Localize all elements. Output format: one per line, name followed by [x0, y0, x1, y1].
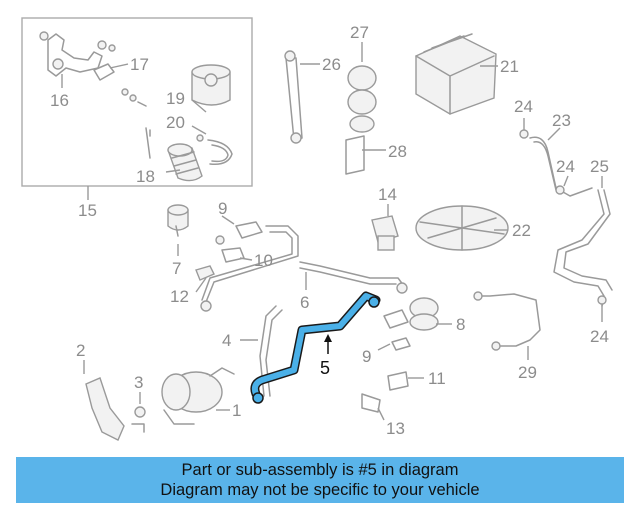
- callout-20: 20: [166, 113, 185, 132]
- info-banner: Part or sub-assembly is #5 in diagram Di…: [16, 457, 624, 503]
- heat-shield-22: [415, 205, 509, 251]
- air-filter-box-21: [415, 33, 497, 115]
- lines-23-25: [519, 129, 613, 307]
- banner-line-part: Part or sub-assembly is #5 in diagram: [181, 461, 459, 479]
- callout-24a: 24: [514, 97, 533, 116]
- callout-1: 1: [232, 401, 241, 420]
- callout-2: 2: [76, 341, 85, 360]
- pipe-6: [200, 225, 408, 312]
- callout-28: 28: [388, 142, 407, 161]
- callout-23: 23: [552, 111, 571, 130]
- callout-9a: 9: [218, 199, 227, 218]
- callout-24b: 24: [556, 157, 575, 176]
- banner-line-disclaimer: Diagram may not be specific to your vehi…: [160, 481, 480, 499]
- oxygen-sensor-29: [473, 291, 541, 351]
- callout-24c: 24: [590, 327, 609, 346]
- highlighted-part-5: [250, 291, 381, 404]
- callout-10: 10: [254, 251, 273, 270]
- callout-5: 5: [320, 358, 330, 378]
- callout-26: 26: [322, 55, 341, 74]
- callout-25: 25: [590, 157, 609, 176]
- parts-diagram: 15 16 17 19 20 18 26 27 28 21 24 23 24 2…: [21, 17, 613, 441]
- callout-22: 22: [512, 221, 531, 240]
- callout-16: 16: [50, 91, 69, 110]
- leader-lines: [61, 42, 603, 421]
- brackets-11-13: [361, 371, 409, 413]
- bracket-28: [345, 135, 365, 175]
- valve-8: [383, 297, 439, 351]
- bracket-2: [85, 377, 125, 441]
- callout-7: 7: [172, 259, 181, 278]
- callout-9b: 9: [362, 347, 371, 366]
- bellows-assembly-27: [347, 65, 377, 133]
- callout-17: 17: [130, 55, 149, 74]
- callout-15: 15: [78, 201, 97, 220]
- sensor-3: [131, 406, 146, 433]
- callout-3: 3: [134, 373, 143, 392]
- small-parts-left: [167, 204, 263, 281]
- callout-27: 27: [350, 23, 369, 42]
- callout-12: 12: [170, 287, 189, 306]
- callout-14: 14: [378, 185, 397, 204]
- callout-6: 6: [300, 293, 309, 312]
- callout-18: 18: [136, 167, 155, 186]
- air-pump-1: [161, 367, 235, 425]
- callout-21: 21: [500, 57, 519, 76]
- callout-29: 29: [518, 363, 537, 382]
- callout-11: 11: [428, 369, 446, 388]
- callout-13: 13: [386, 419, 405, 438]
- subassembly-15-group: [21, 17, 253, 187]
- callout-8: 8: [456, 315, 465, 334]
- callout-4: 4: [222, 331, 231, 350]
- callout-19: 19: [166, 89, 185, 108]
- rod-assembly-26: [284, 50, 303, 144]
- callout-labels: 15 16 17 19 20 18 26 27 28 21 24 23 24 2…: [50, 23, 609, 438]
- sensor-14: [371, 215, 399, 251]
